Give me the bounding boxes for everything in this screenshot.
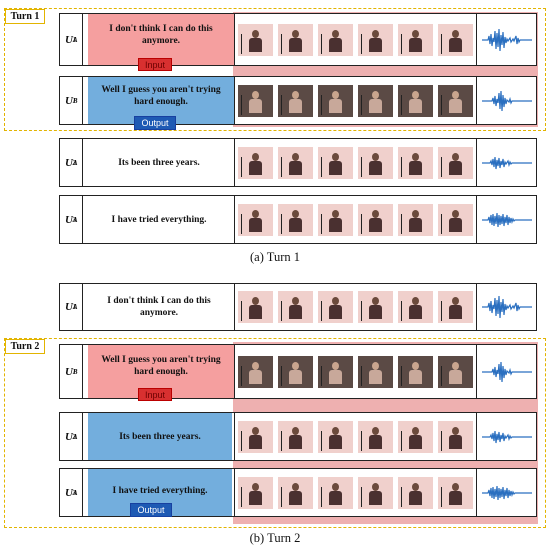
t1-row-2-video-frames [234, 76, 477, 125]
video-frame [438, 291, 473, 323]
t1-row-2-waveform-icon [478, 77, 536, 124]
video-frame [358, 84, 393, 117]
turn2-dashed-box [4, 338, 546, 528]
video-frame [318, 291, 353, 323]
t1-input-tag: Input [138, 58, 172, 71]
t2-row-2-text: Well I guess you aren't trying hard enou… [101, 355, 221, 377]
caption-turn1: (a) Turn 1 [249, 250, 300, 264]
video-frame [358, 291, 393, 323]
t2-row-4-waveform-icon [478, 469, 536, 516]
turn1-dashed-box [4, 8, 546, 131]
video-frame [358, 420, 393, 453]
video-frame [318, 203, 353, 236]
video-frame [358, 355, 393, 388]
t1-row-3-text: Its been three years. [118, 157, 200, 168]
t2-row-2-video-frames [234, 344, 477, 399]
video-frame [358, 476, 393, 509]
video-frame [238, 203, 273, 236]
video-frame [438, 84, 473, 117]
t2-input-tag: Input [138, 388, 172, 401]
video-frame [278, 146, 313, 179]
t2-row-4-text: I have tried everything. [112, 485, 208, 496]
video-frame [318, 420, 353, 453]
video-frame [278, 476, 313, 509]
video-frame [398, 84, 433, 117]
video-frame [438, 476, 473, 509]
video-frame [398, 23, 433, 56]
t2-row-1-waveform-icon [478, 284, 536, 330]
video-frame [398, 203, 433, 236]
video-frame [318, 23, 353, 56]
t1-row-1-waveform-icon [478, 14, 536, 65]
t2-output-tag: Output [130, 503, 172, 517]
video-frame [238, 355, 273, 388]
video-frame [278, 291, 313, 323]
video-frame [238, 476, 273, 509]
t2-row-3-output-highlight [88, 413, 232, 460]
video-frame [278, 203, 313, 236]
video-frame [318, 146, 353, 179]
video-frame [238, 146, 273, 179]
video-frame [278, 84, 313, 117]
t1-row-4-video-frames [234, 195, 477, 244]
video-frame [398, 476, 433, 509]
t1-output-tag: Output [134, 116, 176, 130]
video-frame [398, 355, 433, 388]
t2-row-3-video-frames [234, 412, 477, 461]
video-frame [438, 203, 473, 236]
t1-row-1-input-highlight [88, 14, 234, 65]
t2-row-1-text: I don't think I can do this anymore. [107, 296, 211, 318]
t1-row-4-waveform-icon [478, 196, 536, 243]
video-frame [238, 84, 273, 117]
t1-row-3-video-frames [234, 138, 477, 187]
video-frame [278, 420, 313, 453]
video-frame [318, 84, 353, 117]
video-frame [438, 23, 473, 56]
turn2-tag: Turn 2 [5, 339, 45, 354]
t1-row-2-text: Well I guess you aren't trying hard enou… [101, 85, 221, 107]
video-frame [238, 23, 273, 56]
video-frame [238, 291, 273, 323]
video-frame [358, 146, 393, 179]
t2-row-3-text: Its been three years. [119, 431, 201, 442]
turn1-tag: Turn 1 [5, 9, 45, 24]
t1-row-4-text: I have tried everything. [111, 214, 207, 225]
t1-row-3-waveform-icon [478, 139, 536, 186]
video-frame [278, 355, 313, 388]
video-frame [318, 476, 353, 509]
video-frame [438, 420, 473, 453]
video-frame [278, 23, 313, 56]
video-frame [398, 146, 433, 179]
t2-row-2-waveform-icon [478, 345, 536, 398]
video-frame [398, 420, 433, 453]
t1-row-1-text: I don't think I can do this anymore. [109, 24, 213, 46]
video-frame [238, 420, 273, 453]
caption-turn2: (b) Turn 2 [249, 531, 301, 545]
t2-row-3-waveform-icon [478, 413, 536, 460]
t2-row-1-video-frames [234, 283, 477, 331]
t2-row-4-video-frames [234, 468, 477, 517]
video-frame [318, 355, 353, 388]
video-frame [438, 355, 473, 388]
video-frame [398, 291, 433, 323]
t1-row-1-video-frames [234, 13, 477, 66]
video-frame [358, 23, 393, 56]
video-frame [438, 146, 473, 179]
video-frame [358, 203, 393, 236]
